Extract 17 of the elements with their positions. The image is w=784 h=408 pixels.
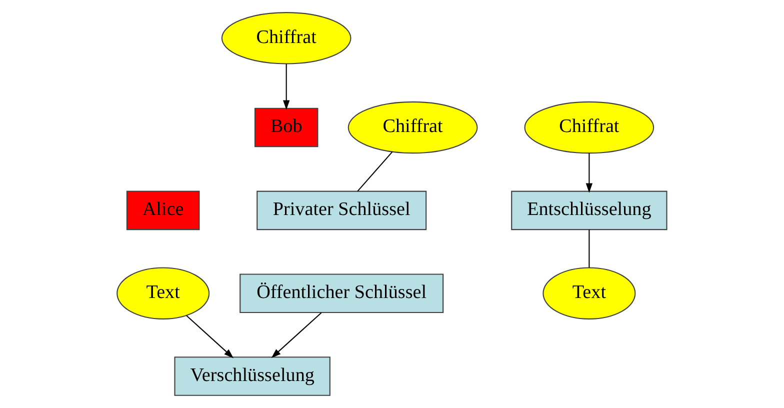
node-box: Privater Schlüssel (256, 190, 427, 230)
node-ellipse: Chiffrat (348, 101, 478, 154)
node-ellipse: Chiffrat (221, 12, 352, 64)
node-ellipse: Text (542, 267, 636, 320)
node-box: Alice (126, 190, 200, 230)
node-box: Öffentlicher Schlüssel (240, 274, 444, 313)
connector (357, 152, 393, 192)
connector (588, 230, 590, 268)
node-box: Entschlüsselung (511, 190, 668, 230)
arrow (282, 64, 290, 110)
node-ellipse: Text (116, 267, 210, 320)
node-box: Bob (254, 108, 318, 148)
node-ellipse: Chiffrat (524, 101, 654, 154)
arrow (186, 315, 234, 358)
arrow (586, 153, 593, 193)
node-box: Verschlüsselung (174, 356, 330, 396)
arrow (271, 312, 322, 358)
